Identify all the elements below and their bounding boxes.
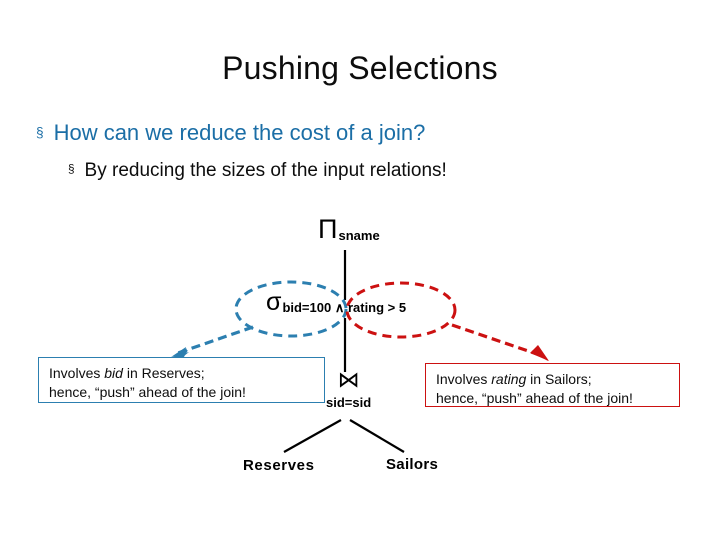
- page-title: Pushing Selections: [222, 50, 498, 86]
- callout-right-line-1: Involves rating in Sailors;: [436, 370, 671, 389]
- projection-attributes-label: sname: [338, 228, 380, 243]
- edge-join-sailors: [349, 419, 405, 453]
- bullet-item-1: § How can we reduce the cost of a join?: [36, 120, 425, 146]
- bullet-item-2: § By reducing the sizes of the input rel…: [68, 160, 447, 182]
- selection-predicate-label: bid=100 ∧ rating > 5: [282, 300, 407, 315]
- tree-leaf-reserves: Reserves: [243, 457, 315, 474]
- join-predicate-label: sid=sid: [326, 395, 372, 410]
- tree-node-join: ⋈ sid=sid: [326, 367, 372, 410]
- callout-right-line-2: hence, “push” ahead of the join!: [436, 390, 633, 406]
- callout-right-suffix: in Sailors;: [526, 371, 592, 387]
- callout-left-emphasis: bid: [104, 365, 123, 381]
- callout-left-suffix: in Reserves;: [122, 365, 205, 381]
- callout-box-left: Involves bid in Reserves; hence, “push” …: [38, 357, 325, 403]
- callout-left-line-1: Involves bid in Reserves;: [49, 364, 316, 383]
- bullet-marker-icon: §: [36, 125, 44, 140]
- blue-callout-arrow: [177, 325, 254, 355]
- red-arrowhead-shape-icon: [530, 345, 549, 361]
- tree-leaf-sailors: Sailors: [386, 456, 439, 473]
- bullet-item-2-label: By reducing the sizes of the input relat…: [84, 160, 447, 181]
- bullet-marker-icon: §: [68, 163, 75, 177]
- blue-arrowhead-icon: [171, 347, 189, 357]
- edge-join-reserves: [283, 419, 342, 453]
- callout-box-right: Involves rating in Sailors; hence, “push…: [425, 363, 680, 407]
- red-arrowhead-icon: [532, 345, 548, 361]
- bowtie-join-icon: ⋈: [337, 367, 360, 392]
- tree-node-selection: σ bid=100 ∧ rating > 5: [266, 290, 406, 315]
- pi-operator-icon: Π: [318, 214, 338, 244]
- callout-left-prefix: Involves: [49, 365, 105, 381]
- callout-right-emphasis: rating: [491, 371, 527, 387]
- sigma-operator-icon: σ: [266, 288, 282, 316]
- bullet-item-1-label: How can we reduce the cost of a join?: [53, 120, 426, 145]
- callout-right-prefix: Involves: [436, 371, 492, 387]
- tree-node-projection: Π sname: [318, 216, 380, 243]
- callout-left-line-2: hence, “push” ahead of the join!: [49, 384, 246, 400]
- red-callout-arrow: [451, 323, 541, 357]
